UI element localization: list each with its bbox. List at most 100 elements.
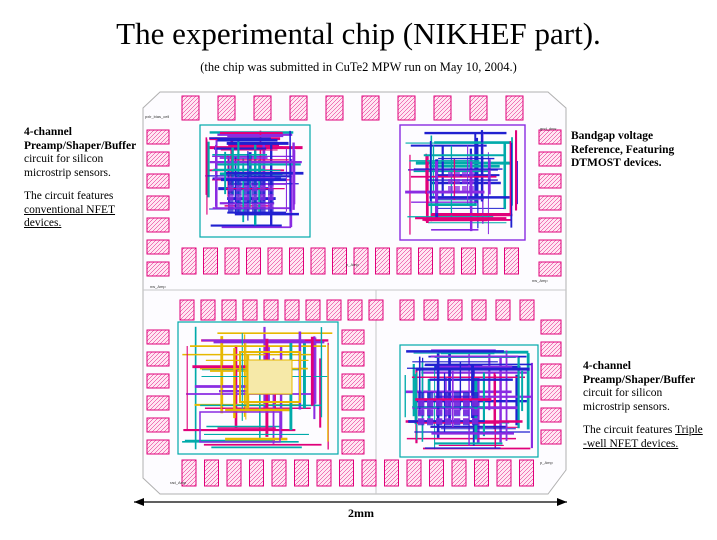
bond-pad — [339, 459, 354, 487]
transistor-cell — [463, 409, 470, 416]
transistor-cell — [252, 207, 258, 214]
transistor-cell — [228, 194, 234, 201]
transistor-cell — [236, 198, 242, 205]
bond-pad — [204, 459, 219, 487]
transistor-cell — [469, 179, 474, 184]
bond-pad — [471, 299, 487, 321]
transistor-cell — [268, 180, 274, 187]
transistor-cell — [472, 400, 479, 407]
transistor-cell — [472, 409, 479, 416]
transistor-cell — [236, 180, 242, 187]
transistor-cell — [236, 185, 242, 192]
bond-pad — [249, 459, 264, 487]
bond-pad — [540, 429, 562, 445]
annotation-top-right: Bandgap voltage Reference, Featuring DTM… — [571, 130, 711, 171]
transistor-cell — [436, 400, 443, 407]
bond-pad — [146, 373, 170, 389]
bond-pad — [226, 459, 242, 487]
bond-pad — [423, 299, 439, 321]
bond-pad — [375, 247, 390, 275]
feature-prefix: The circuit features — [583, 424, 676, 436]
transistor-cell — [448, 179, 453, 184]
bond-pad — [519, 459, 534, 487]
bond-pad — [538, 151, 562, 167]
bond-pad — [181, 95, 200, 121]
transistor-cell — [472, 392, 479, 399]
transistor-cell — [268, 189, 274, 196]
bond-pad — [263, 299, 279, 321]
bond-pad — [482, 247, 498, 275]
bond-pad — [538, 261, 562, 277]
bond-pad — [341, 351, 365, 367]
scale-bar — [134, 498, 567, 506]
transistor-cell — [228, 207, 234, 214]
bond-pad — [146, 195, 170, 211]
bond-pad — [146, 261, 170, 277]
bond-pad — [347, 299, 363, 321]
bond-pad — [326, 299, 342, 321]
annotation-desc-line: circuit for silicon — [24, 153, 104, 165]
transistor-cell — [228, 189, 234, 196]
bond-pad — [253, 95, 272, 121]
preamp-block-2 — [399, 344, 539, 458]
transistor-cell — [268, 207, 274, 214]
bond-pad — [439, 247, 455, 275]
bond-pad — [310, 247, 326, 275]
bond-pad — [361, 95, 380, 121]
transistor-cell — [463, 392, 470, 399]
bond-pad — [384, 459, 399, 487]
circuit-routing — [182, 130, 533, 450]
transistor-cell — [228, 185, 234, 192]
bond-pad — [540, 407, 562, 423]
bond-pad — [284, 299, 300, 321]
bond-pad — [538, 173, 562, 189]
bond-pad — [504, 247, 519, 275]
bond-pad — [146, 173, 170, 189]
bond-pad — [540, 385, 562, 401]
transistor-cell — [244, 207, 250, 214]
annotation-feature-line: devices. — [24, 217, 62, 229]
transistor-cell — [236, 189, 242, 196]
bond-pad — [341, 417, 365, 433]
transistor-cell — [418, 418, 425, 425]
transistor-cell — [445, 400, 452, 407]
transistor-cell — [418, 392, 425, 399]
annotation-desc-line: circuit for silicon — [583, 387, 663, 399]
transistor-cell — [244, 194, 250, 201]
bond-pad — [146, 417, 170, 433]
transistor-cell — [455, 172, 460, 177]
feature-underlined: Triple — [675, 424, 703, 436]
transistor-cell — [228, 198, 234, 205]
transistor-cell — [244, 189, 250, 196]
annotation-heading-line: Reference, Featuring — [571, 143, 675, 156]
bond-pad — [181, 247, 197, 275]
bond-pad — [538, 217, 562, 233]
bond-pad — [519, 299, 535, 321]
svg-text:pxlr_bias_cell: pxlr_bias_cell — [145, 114, 169, 119]
bond-pad — [396, 247, 412, 275]
bond-pad — [538, 239, 562, 255]
transistor-cell — [462, 186, 467, 191]
transistor-cell — [252, 180, 258, 187]
transistor-cell — [268, 185, 274, 192]
bond-pad — [267, 247, 283, 275]
bond-pad — [496, 459, 512, 487]
transistor-cell — [454, 418, 461, 425]
bond-pad — [447, 299, 463, 321]
bond-pad — [146, 239, 170, 255]
bond-pad — [505, 95, 524, 121]
transistor-cell — [244, 198, 250, 205]
annotation-feature-line: The circuit features — [24, 190, 114, 202]
yellow-structure — [199, 411, 281, 443]
bond-pad — [179, 299, 195, 321]
bond-pad — [305, 299, 321, 321]
bond-pad — [224, 247, 240, 275]
transistor-cell — [236, 203, 242, 210]
scale-bar-label: 2mm — [348, 506, 374, 520]
bond-pad — [316, 459, 332, 487]
transistor-cell — [469, 172, 474, 177]
transistor-cell — [463, 400, 470, 407]
slide-subtitle: (the chip was submitted in CuTe2 MPW run… — [200, 60, 517, 74]
bond-pad — [353, 247, 369, 275]
bond-pad — [146, 395, 170, 411]
